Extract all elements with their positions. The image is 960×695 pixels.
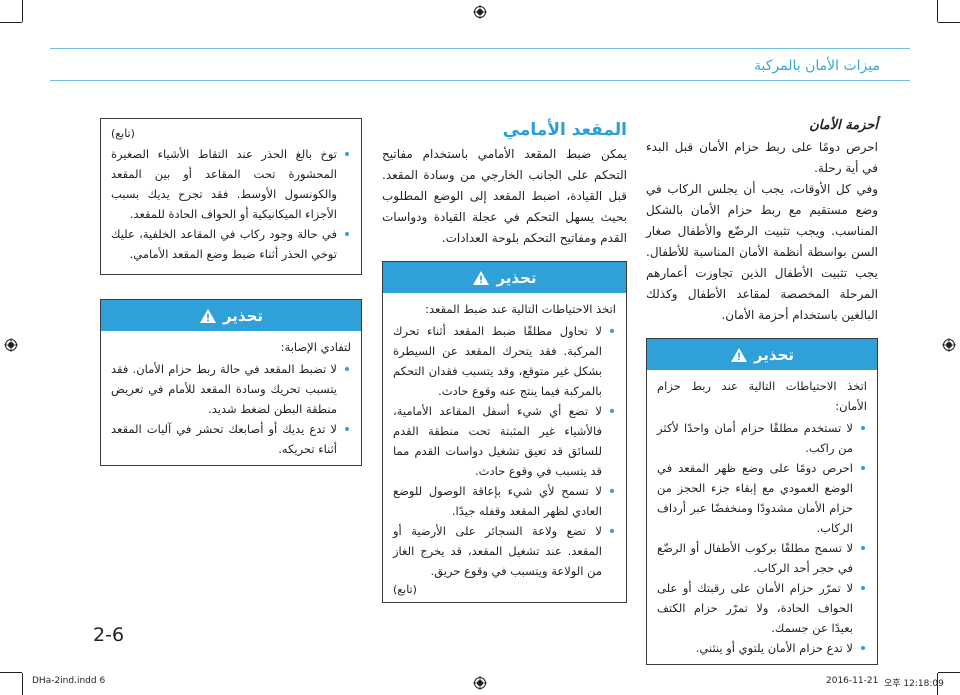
warning-lead: اتخذ الاحتياطات التالية عند ربط حزام الأ… — [657, 379, 867, 413]
list-item: لا تحاول مطلقًا ضبط المقعد أثناء تحرك ال… — [393, 321, 616, 401]
registration-mark-left-icon — [4, 338, 18, 352]
footer-file: DHa-2ind.indd 6 — [32, 676, 106, 686]
warning-list: لا تستخدم مطلقًا حزام أمان واحدًا لأكثر … — [657, 418, 867, 658]
crop-mark — [0, 672, 22, 673]
list-item: لا تدع يديك أو أصابعك تحشر في آليات المق… — [111, 419, 351, 459]
warning-triangle-icon — [473, 270, 490, 285]
seat-warning-box: تحذير اتخذ الاحتياطات التالية عند ضبط ال… — [382, 261, 627, 603]
front-seat-paragraph: يمكن ضبط المقعد الأمامي باستخدام مفاتيح … — [382, 147, 627, 245]
list-item: لا تضبط المقعد في حالة ربط حزام الأمان. … — [111, 359, 351, 419]
warning-label: تحذير — [222, 306, 264, 325]
header-rule-top — [50, 48, 910, 49]
list-item: لا تضع ولاعة السجائر على الأرضية أو المق… — [393, 521, 616, 581]
list-item: لا تستخدم مطلقًا حزام أمان واحدًا لأكثر … — [657, 418, 867, 458]
footer-date: 2016-11-21 — [826, 676, 879, 686]
warning-lead: اتخذ الاحتياطات التالية عند ضبط المقعد: — [425, 302, 616, 316]
crop-mark — [938, 672, 960, 673]
crop-mark — [938, 22, 960, 23]
injury-warning-box: تحذير لتفادي الإصابة: لا تضبط المقعد في … — [100, 299, 362, 466]
warning-header: تحذير — [101, 300, 361, 331]
note-list: توخ بالغ الحذر عند التقاط الأشياء الصغير… — [111, 144, 351, 264]
list-item: احرص دومًا على وضع ظهر المقعد في الوضع ا… — [657, 458, 867, 538]
seatbelts-paragraph-2: وفي كل الأوقات، يجب أن يجلس الركاب في وض… — [646, 182, 878, 322]
crop-mark — [0, 22, 22, 23]
middle-column: المقعد الأمامي يمكن ضبط المقعد الأمامي ب… — [382, 118, 627, 603]
warning-list: لا تضبط المقعد في حالة ربط حزام الأمان. … — [111, 359, 351, 459]
warning-triangle-icon — [730, 347, 747, 362]
left-column: (تابع) توخ بالغ الحذر عند التقاط الأشياء… — [100, 118, 362, 466]
warning-lead: لتفادي الإصابة: — [280, 340, 351, 354]
warning-body: لتفادي الإصابة: لا تضبط المقعد في حالة ر… — [101, 331, 361, 465]
crop-mark — [937, 0, 938, 22]
continued-head-label: (تابع) — [111, 127, 135, 140]
list-item: توخ بالغ الحذر عند التقاط الأشياء الصغير… — [111, 144, 351, 224]
footer-time: 오후 12:18:09 — [884, 679, 944, 689]
warning-label: تحذير — [753, 345, 795, 364]
seatbelts-paragraph-1: احرص دومًا على ربط حزام الأمان قبل البدء… — [646, 140, 878, 175]
registration-mark-right-icon — [942, 338, 956, 352]
list-item: لا تدع حزام الأمان يلتوي أو ينثني. — [657, 638, 867, 658]
right-column: أحزمة الأمان احرص دومًا على ربط حزام الأ… — [646, 118, 878, 665]
seatbelts-title: أحزمة الأمان — [809, 118, 878, 133]
continued-note-box: (تابع) توخ بالغ الحذر عند التقاط الأشياء… — [100, 118, 362, 275]
header-rule-bottom — [50, 80, 910, 81]
crop-mark — [22, 673, 23, 695]
warning-label: تحذير — [496, 268, 537, 287]
warning-list: لا تحاول مطلقًا ضبط المقعد أثناء تحرك ال… — [393, 321, 616, 581]
list-item: في حالة وجود ركاب في المقاعد الخلفية، عل… — [111, 224, 351, 264]
page-number: 2-6 — [93, 624, 125, 646]
warning-header: تحذير — [647, 339, 877, 370]
list-item: لا تسمح مطلقًا بركوب الأطفال أو الرضّع ف… — [657, 538, 867, 578]
page-header-title: ميزات الأمان بالمركبة — [754, 58, 880, 74]
warning-body: اتخذ الاحتياطات التالية عند ضبط المقعد: … — [383, 293, 626, 602]
crop-mark — [22, 0, 23, 22]
continued-label: (تابع) — [393, 583, 417, 596]
crop-mark — [937, 673, 938, 695]
registration-mark-bottom-icon — [473, 676, 487, 690]
seatbelt-warning-box: تحذير اتخذ الاحتياطات التالية عند ربط حز… — [646, 338, 878, 665]
list-item: لا تضع أي شيء أسفل المقاعد الأمامية، فال… — [393, 401, 616, 481]
front-seat-title: المقعد الأمامي — [502, 120, 627, 140]
list-item: لا تمرّر حزام الأمان على رقبتك أو على ال… — [657, 578, 867, 638]
warning-header: تحذير — [383, 262, 626, 293]
list-item: لا تسمح لأي شيء بإعاقة الوصول للوضع العا… — [393, 481, 616, 521]
warning-body: اتخذ الاحتياطات التالية عند ربط حزام الأ… — [647, 370, 877, 664]
registration-mark-top-icon — [473, 5, 487, 19]
warning-triangle-icon — [199, 308, 216, 323]
